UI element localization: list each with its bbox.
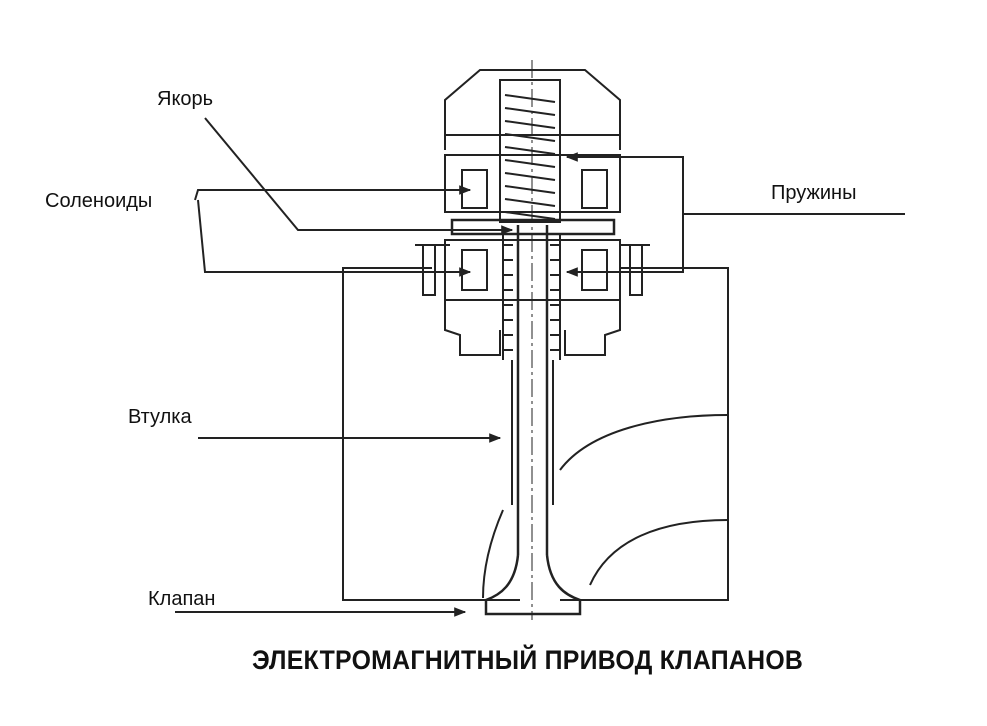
lower-spring <box>502 235 561 360</box>
label-bushing: Втулка <box>128 406 192 428</box>
leader-armature <box>204 117 514 235</box>
armature-plate <box>450 218 616 236</box>
label-valve: Клапан <box>148 588 216 610</box>
cylinder-head-block <box>342 267 729 601</box>
label-springs: Пружины <box>771 182 857 204</box>
valve-head <box>484 554 582 616</box>
solenoid-coils <box>461 169 608 291</box>
diagram-title: ЭЛЕКТРОМАГНИТНЫЙ ПРИВОД КЛАПАНОВ <box>252 645 804 675</box>
label-solenoids: Соленоиды <box>45 190 153 212</box>
label-armature: Якорь <box>157 88 214 110</box>
leader-solenoids <box>194 185 472 277</box>
leader-springs <box>565 152 905 277</box>
valve-stem <box>511 225 554 555</box>
upper-spring <box>499 79 561 223</box>
